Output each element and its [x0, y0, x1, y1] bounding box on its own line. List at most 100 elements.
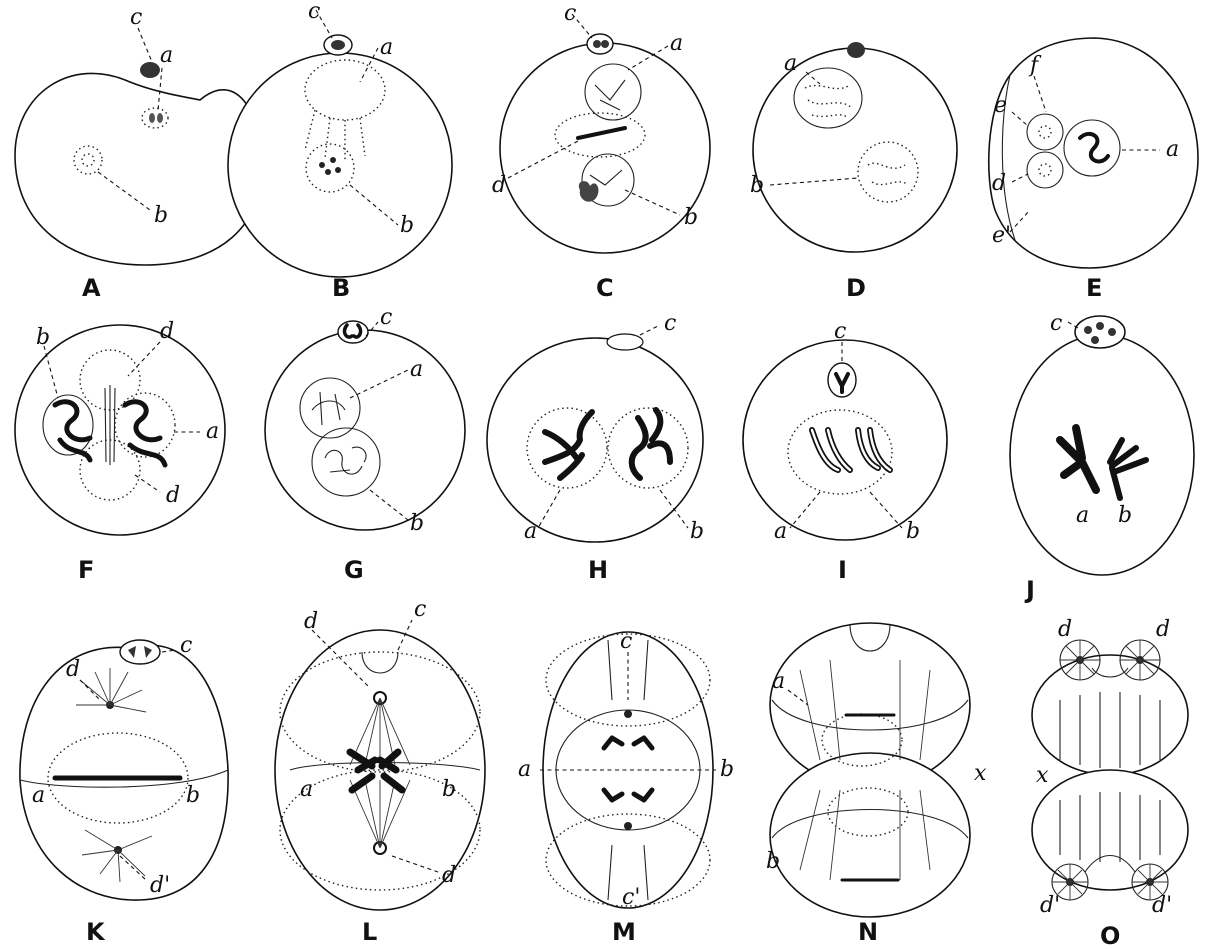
label-a: a: [410, 357, 423, 382]
figure-A: c a b A: [15, 5, 262, 302]
label-b: b: [36, 325, 50, 350]
figure-F: b d a d F: [15, 319, 225, 584]
figure-I: c a b I: [743, 319, 947, 584]
label-d: d: [1058, 617, 1072, 642]
label-b: b: [442, 777, 456, 802]
label-d: d: [166, 483, 180, 508]
egg-outline: [500, 43, 710, 253]
label-c: c: [414, 597, 426, 622]
egg-outline: [543, 632, 713, 908]
label-c: c: [564, 1, 576, 26]
label-b: b: [400, 213, 414, 238]
label-d: d: [492, 173, 506, 198]
upper-cell: [1032, 655, 1188, 775]
polar-body: [607, 334, 643, 350]
aster-d-upper-right: [1120, 640, 1160, 680]
label-x: x: [1036, 763, 1049, 788]
polar-body: [847, 42, 865, 58]
label-a: a: [380, 35, 393, 60]
figure-B: c a b B: [228, 0, 452, 302]
label-b: b: [750, 173, 764, 198]
figure-G: c a b G: [265, 305, 465, 584]
label-b: b: [684, 205, 698, 230]
label-a: a: [32, 783, 45, 808]
caption-J: J: [1024, 576, 1035, 604]
label-a: a: [524, 519, 537, 544]
label-b: b: [720, 757, 734, 782]
label-a: a: [1166, 137, 1179, 162]
label-a: a: [300, 777, 313, 802]
egg-outline: [487, 338, 703, 542]
figure-N: a x b N: [766, 623, 987, 946]
label-c: c: [1050, 311, 1062, 336]
caption-L: L: [362, 918, 377, 946]
cleaving-egg-outline: [20, 645, 228, 900]
label-a: a: [670, 31, 683, 56]
figure-J: c a b J: [1010, 311, 1194, 604]
label-d-prime: d': [1040, 893, 1060, 918]
figure-C: c a d b C: [492, 1, 710, 302]
aster-d-upper-left: [1060, 640, 1100, 680]
label-c: c: [620, 629, 632, 654]
polar-body: [338, 321, 368, 343]
label-e: e: [994, 93, 1007, 118]
label-b: b: [410, 511, 424, 536]
egg-outline: [1010, 335, 1194, 575]
label-c: c: [130, 5, 142, 30]
figure-M: c a b c' M: [518, 629, 734, 946]
caption-F: F: [78, 556, 94, 584]
centrosome: [624, 822, 632, 830]
label-d: d: [66, 657, 80, 682]
label-b: b: [766, 849, 780, 874]
label-d-prime: d': [150, 873, 170, 898]
caption-K: K: [86, 918, 106, 946]
egg-outline: [265, 330, 465, 530]
polar-body: [140, 62, 160, 78]
label-a: a: [774, 519, 787, 544]
figure-H: c a b H: [487, 311, 704, 584]
label-a: a: [1076, 503, 1089, 528]
label-b: b: [186, 783, 200, 808]
label-d-prime: d': [1152, 893, 1172, 918]
label-c: c: [664, 311, 676, 336]
egg-outline: [15, 73, 262, 265]
caption-H: H: [588, 556, 608, 584]
label-b: b: [906, 519, 920, 544]
caption-E: E: [1086, 274, 1102, 302]
label-a: a: [160, 43, 173, 68]
label-a: a: [206, 419, 219, 444]
caption-M: M: [612, 918, 636, 946]
caption-O: O: [1100, 922, 1120, 949]
caption-B: B: [332, 274, 350, 302]
egg-outline: [753, 48, 957, 252]
caption-I: I: [838, 556, 847, 584]
label-e-prime: e': [992, 223, 1011, 248]
label-a: a: [518, 757, 531, 782]
label-d: d: [160, 319, 174, 344]
label-x: x: [974, 761, 987, 786]
centrosome: [624, 710, 632, 718]
figure-L: d c a b d L: [275, 597, 485, 946]
polar-body: [120, 640, 160, 664]
label-c: c: [834, 319, 846, 344]
label-c-prime: c': [622, 885, 640, 910]
label-b: b: [154, 203, 168, 228]
figure-K: d c a b d' K: [20, 633, 228, 946]
caption-C: C: [596, 274, 614, 302]
figure-D: a b D: [750, 42, 957, 302]
label-a: a: [772, 669, 785, 694]
label-d: d: [1156, 617, 1170, 642]
figure-O: d d x d' d' O: [1032, 617, 1188, 949]
egg-outline: [228, 53, 452, 277]
caption-G: G: [344, 556, 364, 584]
caption-A: A: [82, 274, 101, 302]
label-d: d: [304, 609, 318, 634]
label-c: c: [380, 305, 392, 330]
label-b: b: [690, 519, 704, 544]
label-c: c: [308, 0, 320, 24]
label-b: b: [1118, 503, 1132, 528]
label-a: a: [784, 51, 797, 76]
label-d: d: [442, 863, 456, 888]
polar-body: [1075, 316, 1125, 348]
